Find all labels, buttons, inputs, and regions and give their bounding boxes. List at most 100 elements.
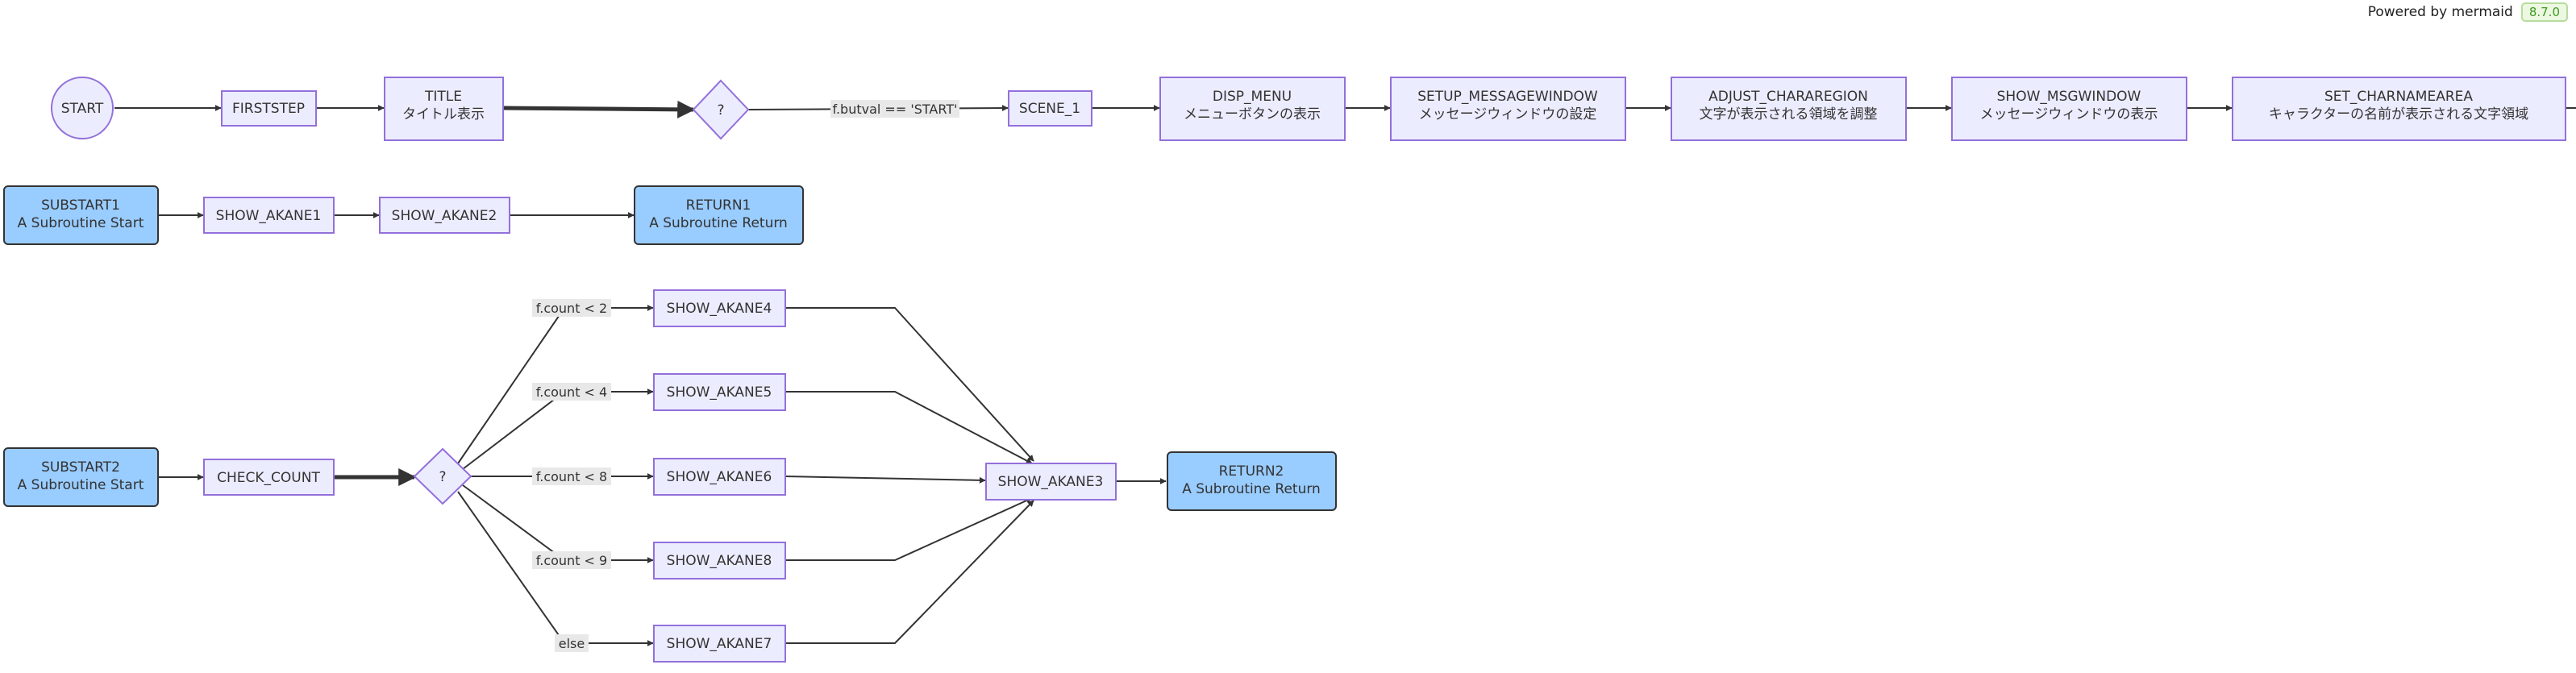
node-label-line: SHOW_AKANE5	[667, 384, 772, 401]
node-label-line: SHOW_MSGWINDOW	[1997, 89, 2141, 105]
edges	[114, 100, 2576, 646]
svg-text:?: ?	[439, 469, 446, 485]
node-label-line: FIRSTSTEP	[232, 101, 305, 117]
node-label-line: 文字が表示される領域を調整	[1700, 106, 1878, 123]
version-badge: 8.7.0	[2520, 2, 2568, 22]
node-label-line: SUBSTART2	[41, 459, 120, 476]
svg-text:SHOW_AKANE5: SHOW_AKANE5	[667, 384, 772, 401]
node-firststep: FIRSTSTEP	[221, 90, 317, 127]
node-show-akane7: SHOW_AKANE7	[653, 625, 786, 663]
node-label-line: ?	[439, 469, 446, 485]
node-label-line: SHOW_AKANE3	[998, 474, 1104, 490]
node-label-line: SETUP_MESSAGEWINDOW	[1417, 89, 1598, 105]
svg-text:FIRSTSTEP: FIRSTSTEP	[232, 101, 305, 117]
node-label-line: RETURN2	[1219, 463, 1284, 480]
node-label-line: キャラクターの名前が表示される文字領域	[2269, 106, 2528, 123]
node-label-line: SHOW_AKANE2	[392, 208, 497, 224]
svg-text:SHOW_AKANE7: SHOW_AKANE7	[667, 636, 772, 652]
edge-decision2-showakane5	[462, 388, 654, 470]
node-label-line: START	[61, 101, 104, 117]
edge-label-count8: f.count < 8	[536, 469, 607, 484]
node-label-line: DISP_MENU	[1213, 89, 1292, 105]
edge-label-count9: f.count < 9	[536, 553, 607, 568]
node-scene1: SCENE_1	[1008, 90, 1092, 127]
node-label-line: RETURN1	[686, 197, 751, 214]
node-show-akane2: SHOW_AKANE2	[379, 197, 510, 234]
edge-labels: f.butval == 'START' f.count < 2 f.count …	[532, 100, 959, 652]
node-label-line: SCENE_1	[1019, 101, 1080, 117]
node-decision2: ?	[413, 447, 472, 505]
node-label-line: SUBSTART1	[41, 197, 120, 214]
svg-text:SHOW_AKANE8: SHOW_AKANE8	[667, 553, 772, 569]
powered-by-text: Powered by mermaid	[2367, 4, 2513, 20]
edge-title-decision1	[502, 100, 696, 118]
node-show-akane4: SHOW_AKANE4	[653, 289, 786, 327]
edge-decision2-showakane8	[462, 484, 654, 563]
node-check-count: CHECK_COUNT	[203, 459, 335, 496]
node-label-line: A Subroutine Start	[18, 477, 144, 493]
svg-text:SHOW_AKANE1: SHOW_AKANE1	[216, 208, 322, 224]
node-label-line: TITLE	[424, 89, 462, 105]
node-label-line: CHECK_COUNT	[217, 470, 320, 486]
edge-showakane5-showakane3	[785, 391, 1033, 464]
node-show-akane6: SHOW_AKANE6	[653, 458, 786, 496]
svg-text:SCENE_1: SCENE_1	[1019, 101, 1080, 117]
node-show-akane5: SHOW_AKANE5	[653, 373, 786, 411]
node-label-line: タイトル表示	[402, 106, 485, 123]
node-label-line: SHOW_AKANE8	[667, 553, 772, 569]
svg-text:START: START	[61, 101, 104, 117]
edge-showakane6-showakane3	[784, 476, 986, 484]
edge-label-count4: f.count < 4	[536, 384, 607, 400]
node-label-line: SHOW_AKANE1	[216, 208, 322, 224]
mermaid-credit: Powered by mermaid 8.7.0	[2368, 0, 2576, 24]
node-label-line: SHOW_AKANE4	[667, 301, 772, 317]
svg-text:SHOW_AKANE3: SHOW_AKANE3	[998, 474, 1104, 490]
node-label-line: A Subroutine Return	[1182, 481, 1321, 497]
node-show-akane3: SHOW_AKANE3	[985, 463, 1117, 501]
edge-showakane8-showakane3	[785, 497, 1033, 561]
node-label-line: メニューボタンの表示	[1184, 106, 1321, 123]
edge-label-else: else	[559, 636, 585, 651]
node-label-line: メッセージウィンドウの表示	[1980, 106, 2158, 123]
node-label-line: SHOW_AKANE6	[667, 469, 772, 485]
node-label-line: ADJUST_CHARAREGION	[1708, 89, 1868, 105]
node-label-line: メッセージウィンドウの設定	[1419, 106, 1597, 123]
node-label-line: ?	[717, 102, 724, 118]
edge-showakane7-showakane3	[785, 500, 1034, 644]
node-show-akane8: SHOW_AKANE8	[653, 542, 786, 580]
node-label-line: A Subroutine Return	[649, 215, 788, 231]
edge-showakane4-showakane3	[785, 307, 1034, 462]
svg-text:CHECK_COUNT: CHECK_COUNT	[217, 470, 320, 486]
node-label-line: A Subroutine Start	[18, 215, 144, 231]
node-start: START	[51, 77, 114, 139]
svg-text:SHOW_AKANE6: SHOW_AKANE6	[667, 469, 772, 485]
node-decision1: ?	[692, 79, 750, 140]
node-label-line: SHOW_AKANE7	[667, 636, 772, 652]
svg-text:SHOW_AKANE4: SHOW_AKANE4	[667, 301, 772, 317]
edge-label-count2: f.count < 2	[536, 301, 607, 316]
node-show-akane1: SHOW_AKANE1	[203, 197, 335, 234]
svg-text:SHOW_AKANE2: SHOW_AKANE2	[392, 208, 497, 224]
